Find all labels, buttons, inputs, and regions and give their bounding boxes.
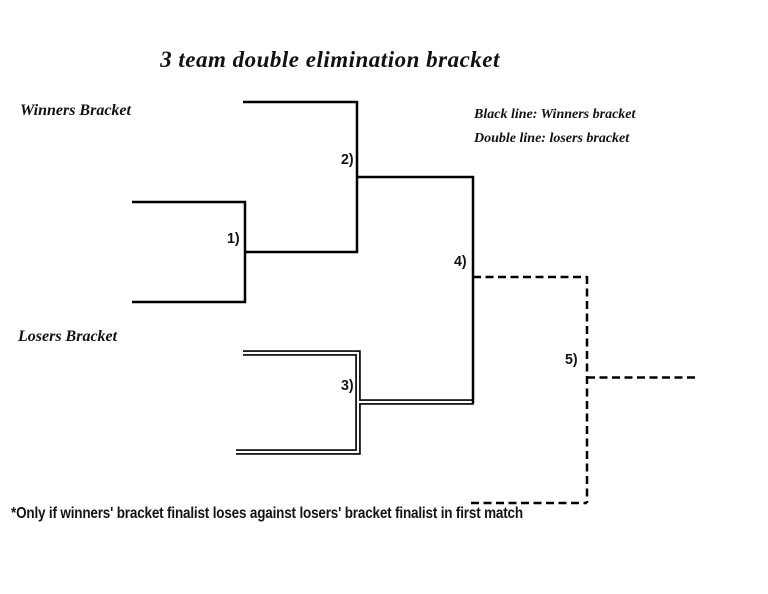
match-1-label: 1) (227, 230, 240, 247)
match-2-label: 2) (341, 151, 354, 168)
match-5-label: 5) (565, 351, 578, 368)
match2-winners-box-line (243, 100, 359, 253)
legend-winners-line-entry: Black line: Winners bracket (474, 107, 636, 122)
footnote: *Only if winners' bracket finalist loses… (11, 505, 523, 522)
losers-bracket-label: Losers Bracket (18, 328, 118, 345)
legend: Black line: Winners bracket Double line:… (474, 103, 635, 151)
match-4-label: 4) (454, 253, 467, 270)
match3-losers-box-line (236, 350, 361, 455)
match1-winners-box-line (132, 200, 247, 304)
page-title: 3 team double elimination bracket (160, 47, 500, 72)
legend-losers-line-entry: Double line: losers bracket (474, 131, 630, 146)
winners-bracket-label: Winners Bracket (20, 102, 131, 119)
match-3-label: 3) (341, 377, 354, 394)
match3-losers-box-line-core (236, 351, 360, 454)
